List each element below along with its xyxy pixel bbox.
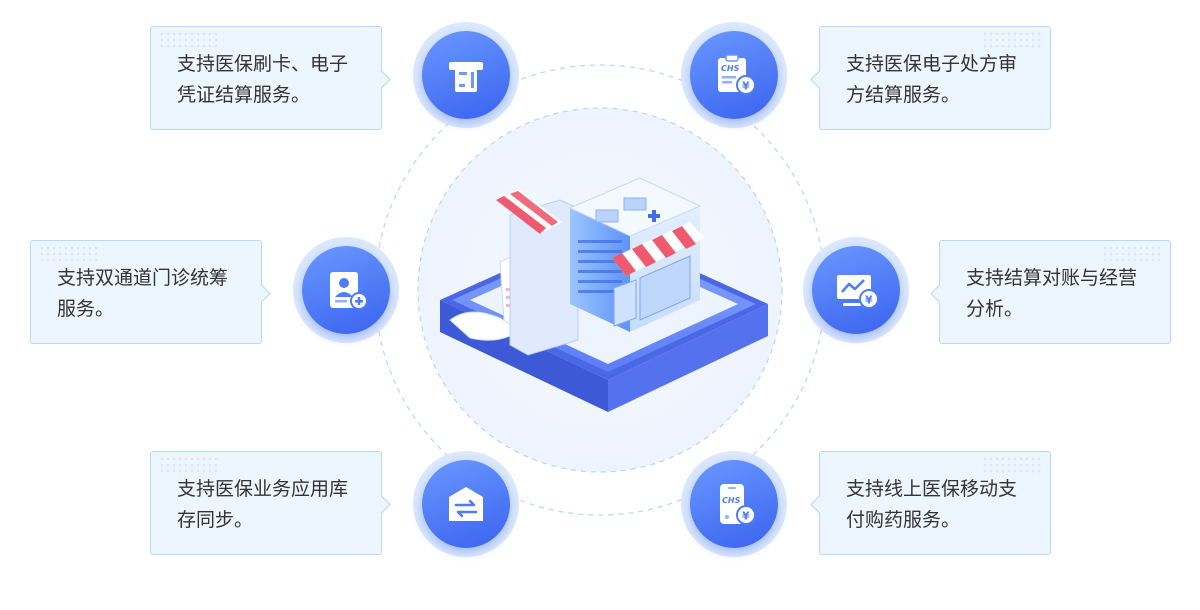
feature-text: 支持医保电子处方审方结算服务。	[846, 53, 1018, 106]
dot-pattern	[982, 456, 1042, 476]
icon-badge-inventory-sync	[413, 451, 519, 557]
chs-label: CHS	[722, 496, 741, 505]
feature-card-card-swipe: 支持医保刷卡、电子凭证结算服务。	[150, 26, 391, 130]
card-swipe-icon	[449, 62, 483, 92]
dot-pattern	[159, 456, 219, 476]
dot-pattern	[159, 31, 219, 51]
dot-pattern	[39, 245, 99, 265]
sync-arrows-icon	[449, 487, 483, 521]
feature-card-inventory-sync: 支持医保业务应用库存同步。	[150, 451, 391, 555]
pharmacy-store-illustration	[440, 177, 768, 412]
icon-badge-reconciliation: ¥	[803, 237, 909, 343]
yen-symbol: ¥	[865, 294, 873, 307]
dot-pattern	[982, 31, 1042, 51]
chs-label: CHS	[721, 64, 740, 73]
feature-card-mobile-pay: 支持线上医保移动支付购药服务。	[810, 451, 1051, 555]
feature-text: 支持线上医保移动支付购药服务。	[846, 478, 1018, 531]
doctor-badge-icon	[330, 272, 368, 310]
yen-symbol: ¥	[742, 510, 750, 523]
feature-card-e-prescription: 支持医保电子处方审方结算服务。	[810, 26, 1051, 130]
feature-text: 支持医保刷卡、电子凭证结算服务。	[177, 53, 349, 106]
awning-left	[496, 190, 562, 234]
yen-symbol: ¥	[742, 80, 750, 93]
feature-text: 支持双通道门诊统筹服务。	[57, 267, 229, 320]
icon-badge-dual-channel	[293, 237, 399, 343]
feature-text: 支持结算对账与经营分析。	[966, 267, 1138, 320]
icon-badge-card-swipe	[413, 22, 519, 128]
feature-text: 支持医保业务应用库存同步。	[177, 478, 349, 531]
analytics-monitor-icon: ¥	[837, 275, 879, 309]
chs-mobile-pay-icon: CHS ¥	[720, 484, 756, 525]
dot-pattern	[1102, 245, 1162, 265]
icon-badge-mobile-pay: CHS ¥	[681, 451, 787, 557]
feature-card-reconciliation: 支持结算对账与经营分析。	[930, 240, 1171, 344]
feature-card-dual-channel: 支持双通道门诊统筹服务。	[30, 240, 271, 344]
chs-prescription-icon: CHS ¥	[718, 54, 756, 95]
awning-right	[612, 222, 704, 276]
icon-badge-e-prescription: CHS ¥	[681, 22, 787, 128]
